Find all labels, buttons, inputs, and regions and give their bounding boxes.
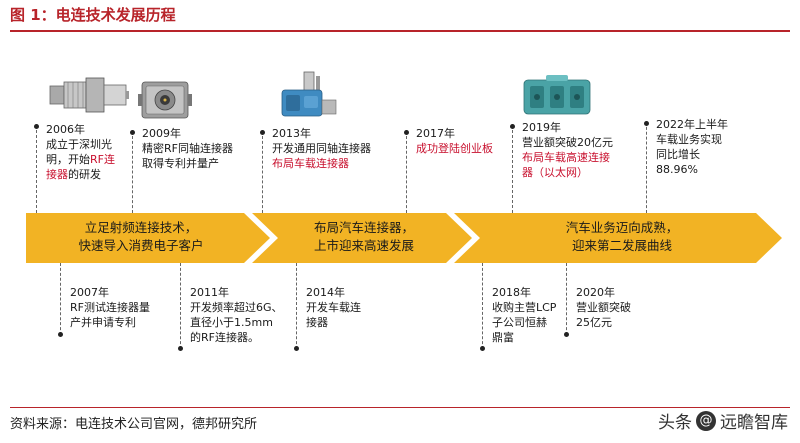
connector-line-2007: [60, 263, 61, 335]
event-2009: 2009年 精密RF同轴连接器 取得专利并量产: [142, 127, 233, 170]
marker-2019: [510, 124, 515, 129]
timeline-band-segment-2: [252, 213, 472, 263]
marker-2018: [480, 346, 485, 351]
connector-line-2014: [296, 263, 297, 349]
rf-connector-image-2: [138, 81, 192, 119]
at-icon: @: [696, 410, 716, 431]
source-note: 资料来源：电连技术公司官网，德邦研究所: [10, 417, 258, 432]
marker-2007: [58, 332, 63, 337]
event-2006: 2006年 成立于深圳光 明，开始RF连 接器的研发: [46, 123, 115, 181]
connector-line-2020: [566, 263, 567, 335]
event-2022h1: 2022年上半年 车载业务实现 同比增长 88.96%: [656, 118, 728, 176]
timeline-band-segment-1: [26, 213, 270, 263]
marker-2022h1: [644, 121, 649, 126]
event-2019: 2019年 营业额突破20亿元 布局车载高速连接 器（以太网）: [522, 121, 613, 179]
connector-line-2006: [36, 125, 37, 213]
fakra-connector-image: [281, 71, 337, 117]
event-2007: 2007年 RF测试连接器量 产并申请专利: [70, 286, 150, 329]
figure-title: 图 1：电连技术发展历程: [10, 6, 176, 24]
automotive-ethernet-connector-image: [523, 75, 591, 115]
marker-2020: [564, 332, 569, 337]
connector-line-2022h1: [646, 122, 647, 213]
marker-2017: [404, 130, 409, 135]
marker-2011: [178, 346, 183, 351]
event-2018: 2018年 收购主营LCP 子公司恒赫 鼎富: [492, 286, 557, 344]
timeline-band-segment-3: [454, 213, 782, 263]
marker-2013: [260, 130, 265, 135]
event-2014: 2014年 开发车载连 接器: [306, 286, 361, 329]
stage-2-label: 布局汽车连接器，上市迎来高速发展: [313, 220, 414, 253]
footer-divider: [10, 407, 790, 408]
highlight-rf: RF连: [90, 153, 115, 166]
connector-line-2018: [482, 263, 483, 349]
event-2017: 2017年 成功登陆创业板: [416, 127, 493, 155]
highlight-rf-cont: 接器: [46, 168, 68, 181]
connector-line-2009: [132, 131, 133, 213]
event-2011: 2011年 开发频率超过6G、 直径小于1.5mm 的RF连接器。: [190, 286, 283, 344]
marker-2014: [294, 346, 299, 351]
event-2013: 2013年 开发通用同轴连接器 布局车载连接器: [272, 127, 371, 170]
title-divider: [10, 30, 790, 32]
connector-line-2011: [180, 263, 181, 349]
event-2020: 2020年 营业额突破 25亿元: [576, 286, 631, 329]
watermark: 头条 @ 远瞻智库: [658, 408, 788, 433]
watermark-handle: 头条: [658, 413, 692, 433]
marker-2009: [130, 130, 135, 135]
stage-1-label: 立足射频连接技术，快速导入消费电子客户: [78, 220, 204, 253]
connector-line-2017: [406, 131, 407, 213]
watermark-name: 远瞻智库: [720, 413, 788, 433]
stage-3-label: 汽车业务迈向成熟，迎来第二发展曲线: [565, 220, 679, 253]
connector-line-2019: [512, 125, 513, 213]
connector-line-2013: [262, 131, 263, 213]
marker-2006: [34, 124, 39, 129]
rf-connector-image-1: [49, 77, 129, 113]
